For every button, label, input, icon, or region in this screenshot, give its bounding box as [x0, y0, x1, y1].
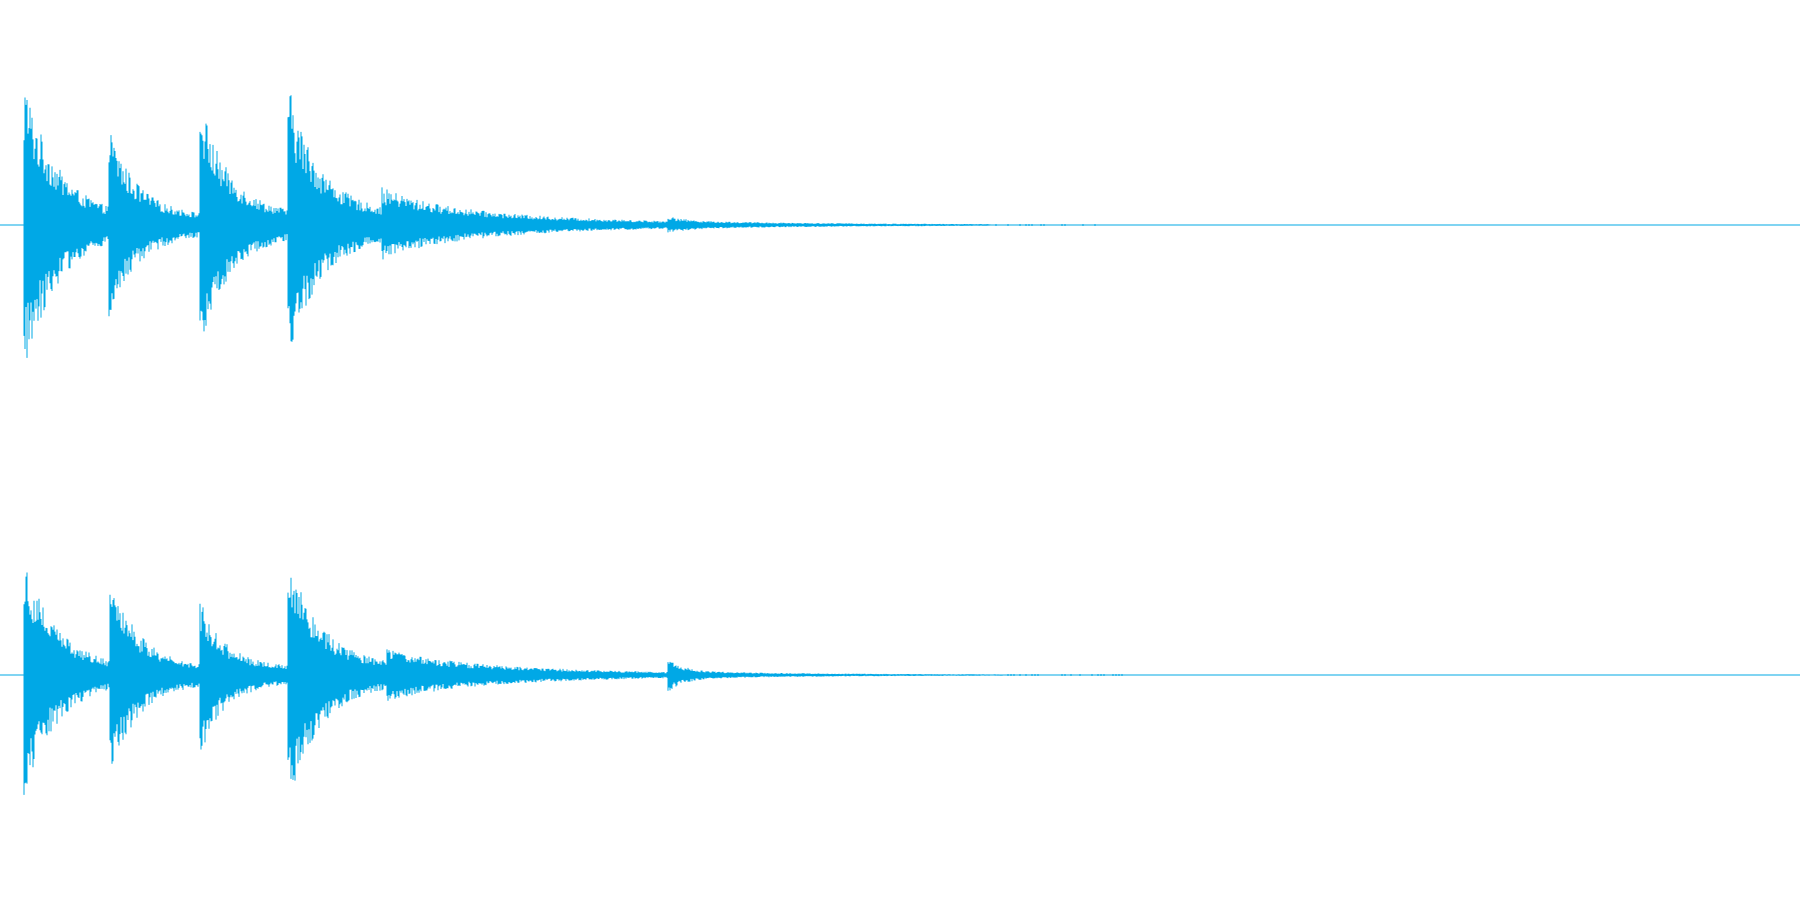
channel-waveform-trace — [23, 572, 1009, 795]
channel-bottom-waveform — [0, 572, 1800, 795]
channel-waveform-trace — [23, 95, 991, 358]
channel-residual-noise — [995, 224, 1096, 226]
channel-top-waveform — [0, 95, 1800, 358]
channel-residual-noise — [1007, 674, 1123, 676]
